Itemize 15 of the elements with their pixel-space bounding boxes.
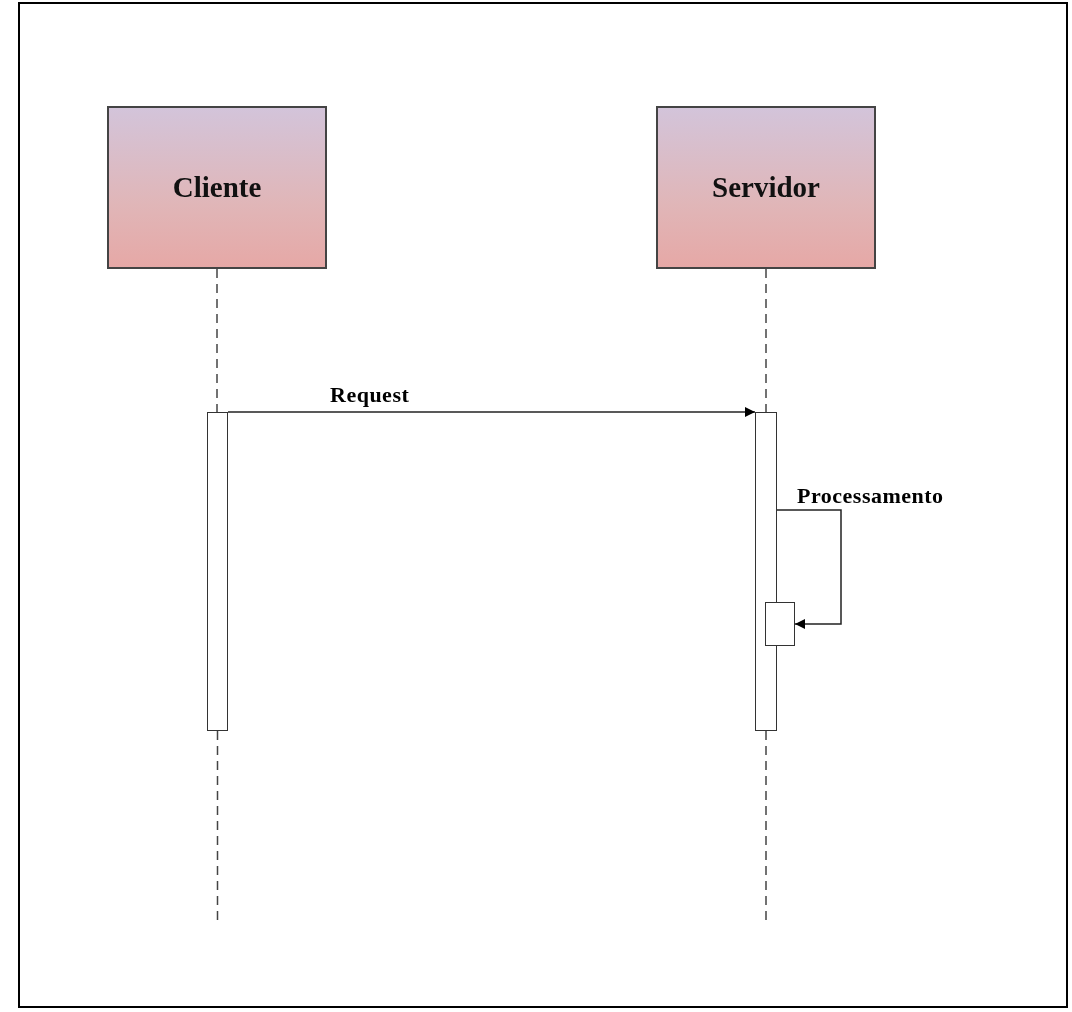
lifeline xyxy=(216,268,218,413)
participant-name: Cliente xyxy=(172,171,262,204)
message-label: Processamento xyxy=(797,483,944,509)
participant-name: Servidor xyxy=(712,171,820,204)
message-label: Request xyxy=(330,382,410,408)
lifeline xyxy=(216,730,219,921)
lifeline xyxy=(765,730,767,921)
participant-box xyxy=(107,106,327,269)
activation-bar xyxy=(207,412,228,731)
self-message-arrow xyxy=(776,509,842,629)
activation-box xyxy=(765,602,795,646)
lifeline xyxy=(765,268,767,413)
message-arrow xyxy=(227,407,756,417)
participant-box xyxy=(656,106,876,269)
activation-bar xyxy=(755,412,777,731)
